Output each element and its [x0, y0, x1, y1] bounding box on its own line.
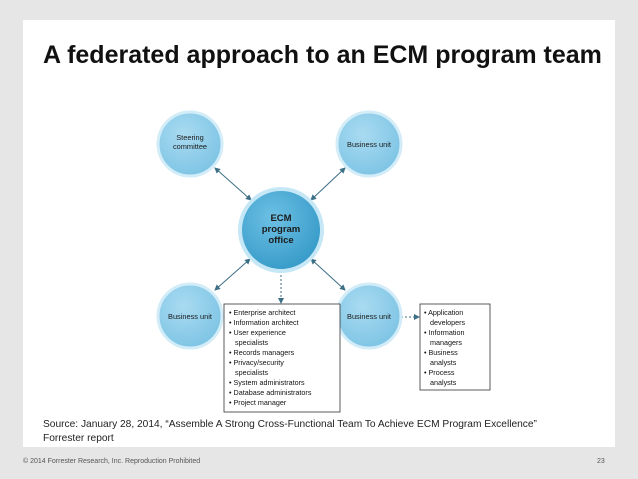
business-unit-bottom-right-node: Business unit [335, 282, 403, 350]
footer-copyright: © 2014 Forrester Research, Inc. Reproduc… [23, 458, 201, 465]
arrow-steering-hub [214, 167, 252, 201]
svg-text:• Process: • Process [424, 368, 455, 377]
svg-text:• Records managers: • Records managers [229, 348, 295, 357]
svg-text:Steering: Steering [176, 133, 204, 142]
svg-text:ECM: ECM [270, 213, 291, 224]
svg-text:• User experience: • User experience [229, 328, 286, 337]
svg-text:• Information architect: • Information architect [229, 318, 299, 327]
slide-title: A federated approach to an ECM program t… [43, 41, 602, 69]
svg-text:Business unit: Business unit [347, 140, 391, 149]
svg-text:committee: committee [173, 142, 207, 151]
svg-text:developers: developers [424, 318, 466, 327]
source-line-2: Forrester report [43, 433, 114, 444]
svg-text:Business unit: Business unit [168, 312, 212, 321]
arrow-bu-bottomleft-hub [214, 258, 251, 291]
svg-text:• Enterprise architect: • Enterprise architect [229, 308, 295, 317]
ecm-roles-list: • Enterprise architect • Information arc… [223, 303, 341, 413]
slide: A federated approach to an ECM program t… [23, 20, 615, 447]
svg-text:specialists: specialists [229, 338, 269, 347]
svg-text:• Database administrators: • Database administrators [229, 388, 312, 397]
svg-text:• Project manager: • Project manager [229, 398, 287, 407]
svg-text:• Information: • Information [424, 328, 464, 337]
business-unit-bottom-left-node: Business unit [156, 282, 224, 350]
svg-text:• Application: • Application [424, 308, 463, 317]
svg-text:• System administrators: • System administrators [229, 378, 305, 387]
svg-text:analysts: analysts [424, 378, 457, 387]
steering-committee-node: Steering committee [156, 110, 224, 178]
svg-text:Business unit: Business unit [347, 312, 391, 321]
svg-text:office: office [268, 235, 293, 246]
business-unit-top-right-node: Business unit [335, 110, 403, 178]
ecm-program-office-node: ECM program office [238, 187, 324, 273]
footer-page-number: 23 [597, 458, 605, 465]
source-citation: Source: January 28, 2014, “Assemble A St… [43, 418, 603, 446]
arrow-bu-bottomright-hub [310, 258, 346, 291]
svg-text:specialists: specialists [229, 368, 269, 377]
svg-text:managers: managers [424, 338, 462, 347]
svg-text:analysts: analysts [424, 358, 457, 367]
arrow-bu-topright-hub [310, 167, 346, 201]
source-line-1: Source: January 28, 2014, “Assemble A St… [43, 419, 537, 430]
svg-text:• Privacy/security: • Privacy/security [229, 358, 284, 367]
business-unit-roles-list: • Application developers • Information m… [419, 303, 491, 391]
svg-text:program: program [262, 224, 301, 235]
svg-text:• Business: • Business [424, 348, 458, 357]
org-diagram: Steering committee Business unit ECM pro… [156, 110, 491, 413]
